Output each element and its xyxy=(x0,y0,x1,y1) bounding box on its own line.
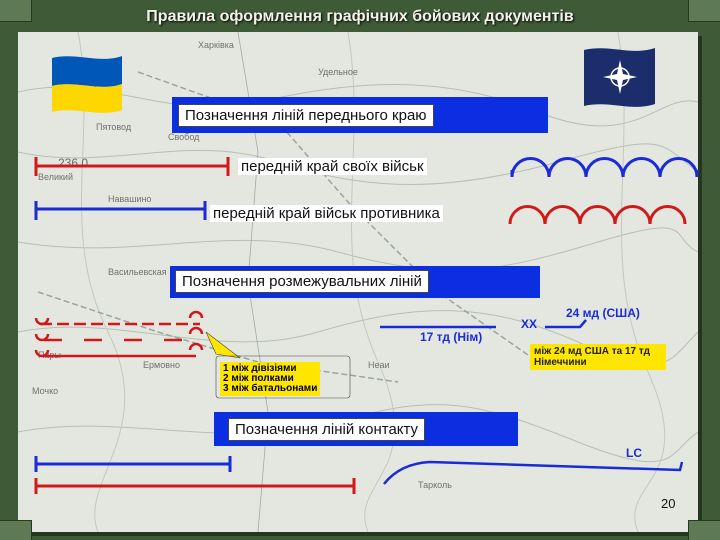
callout-line: 2 між полками xyxy=(223,373,294,384)
unit-label-24md: 24 мд (США) xyxy=(566,306,640,320)
boundary-note: між 24 мд США та 17 тд Німеччини xyxy=(530,344,666,370)
map-label: Пятовод xyxy=(96,122,132,132)
map-label: Неаи xyxy=(368,360,390,370)
map-label: Навашино xyxy=(108,194,152,204)
map-label: Свобод xyxy=(168,132,200,142)
map-label: Ермовно xyxy=(143,360,180,370)
contact-line-lc xyxy=(383,460,684,485)
map-label: Харківка xyxy=(198,40,234,50)
boundary-lines-red xyxy=(34,310,204,358)
enemy-front-edge-arcs xyxy=(508,205,687,225)
contact-header: Позначення ліній контакту xyxy=(228,418,426,441)
own-front-edge-bracket xyxy=(34,157,230,176)
front-edge-header: Позначення ліній переднього краю xyxy=(178,104,434,127)
callout-pointer xyxy=(205,331,241,359)
boundary-header: Позначення розмежувальних ліній xyxy=(175,270,429,293)
map-label: Тарколь xyxy=(418,480,452,490)
frame-corner xyxy=(0,520,32,540)
boundary-callout: 1 між дівізіями 2 між полками 3 між бата… xyxy=(220,362,321,396)
slide-title: Правила оформлення графічних бойових док… xyxy=(146,8,574,25)
map-label: Удельное xyxy=(318,67,358,77)
echelon-label: XX xyxy=(521,317,538,331)
callout-line: 3 між батальонами xyxy=(223,383,318,394)
contact-line-blue xyxy=(34,456,232,472)
map-label: Мочко xyxy=(32,386,59,396)
enemy-front-edge-label: передній край військ противника xyxy=(210,205,443,222)
own-front-edge-arcs xyxy=(510,157,699,178)
boundary-line-blue xyxy=(380,319,587,329)
callout-line: 1 між дівізіями xyxy=(223,363,297,374)
map-label: Великий xyxy=(38,172,73,182)
page-number: 20 xyxy=(661,496,676,511)
enemy-front-edge-bracket xyxy=(34,201,207,220)
callout-border xyxy=(215,355,351,399)
map-label: Васильевская xyxy=(108,267,167,277)
frame-corner xyxy=(688,520,720,540)
contact-line-red xyxy=(34,478,356,494)
lc-label: LC xyxy=(626,446,642,460)
frame-corner xyxy=(0,0,32,22)
unit-label-17td: 17 тд (Нім) xyxy=(420,330,483,344)
frame-corner xyxy=(688,0,720,22)
own-front-edge-label: передній край своїх військ xyxy=(238,158,427,175)
